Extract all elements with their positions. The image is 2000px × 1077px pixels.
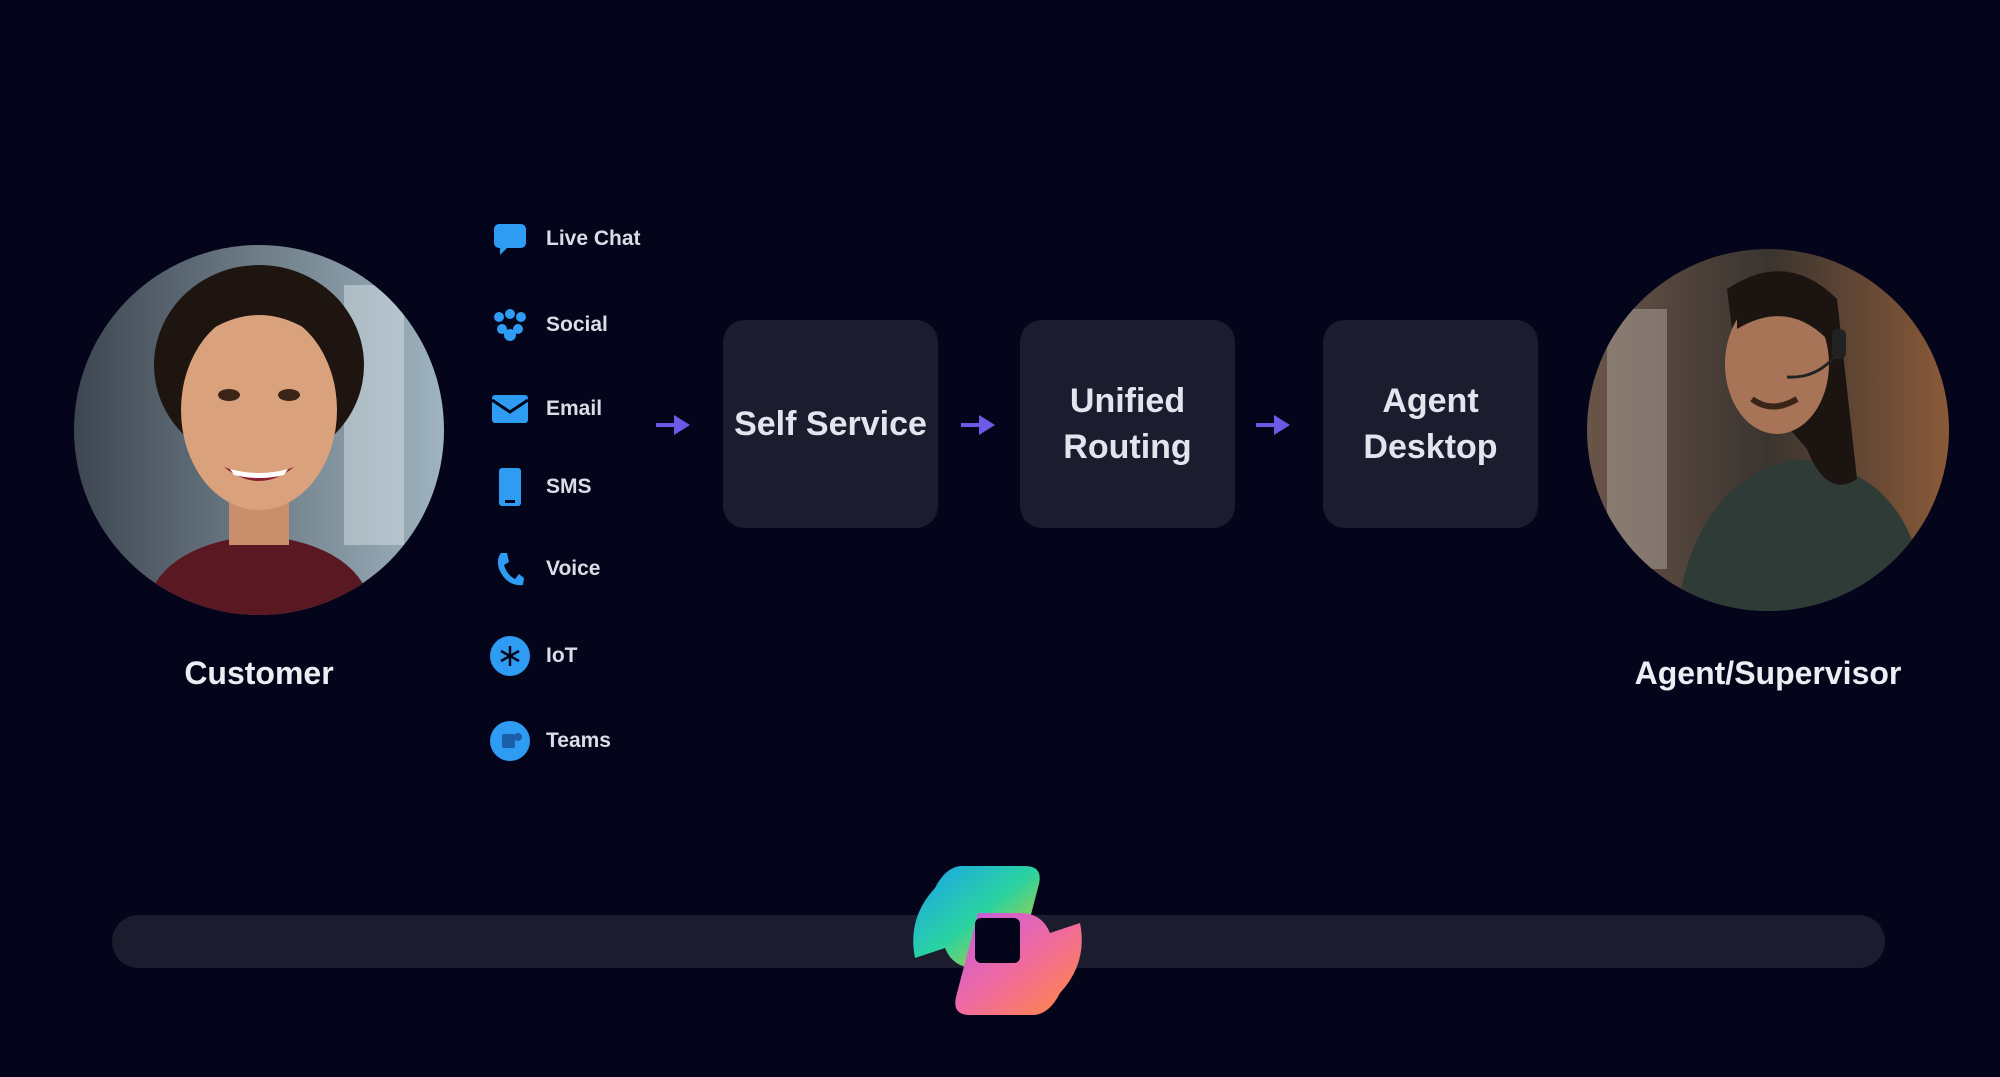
arrow-right-icon <box>656 415 690 435</box>
social-icon <box>488 303 532 347</box>
copilot-logo-icon <box>905 858 1090 1023</box>
iot-icon <box>488 634 532 678</box>
channel-live-chat: Live Chat <box>488 217 641 261</box>
email-icon <box>488 387 532 431</box>
step-self-service: Self Service <box>723 320 938 528</box>
channel-email: Email <box>488 387 602 431</box>
arrow-right-icon <box>961 415 995 435</box>
chat-icon <box>488 217 532 261</box>
channel-voice: Voice <box>488 547 600 591</box>
agent-label: Agent/Supervisor <box>1634 655 1902 691</box>
agent-avatar <box>1587 249 1949 611</box>
customer-label: Customer <box>184 655 334 691</box>
channel-teams: Teams <box>488 719 611 763</box>
channel-sms: SMS <box>488 465 592 509</box>
teams-icon <box>488 719 532 763</box>
arrow-right-icon <box>1256 415 1290 435</box>
channel-iot: IoT <box>488 634 578 678</box>
phone-icon <box>488 465 532 509</box>
voice-icon <box>488 547 532 591</box>
channel-social: Social <box>488 303 608 347</box>
customer-avatar <box>74 245 444 615</box>
